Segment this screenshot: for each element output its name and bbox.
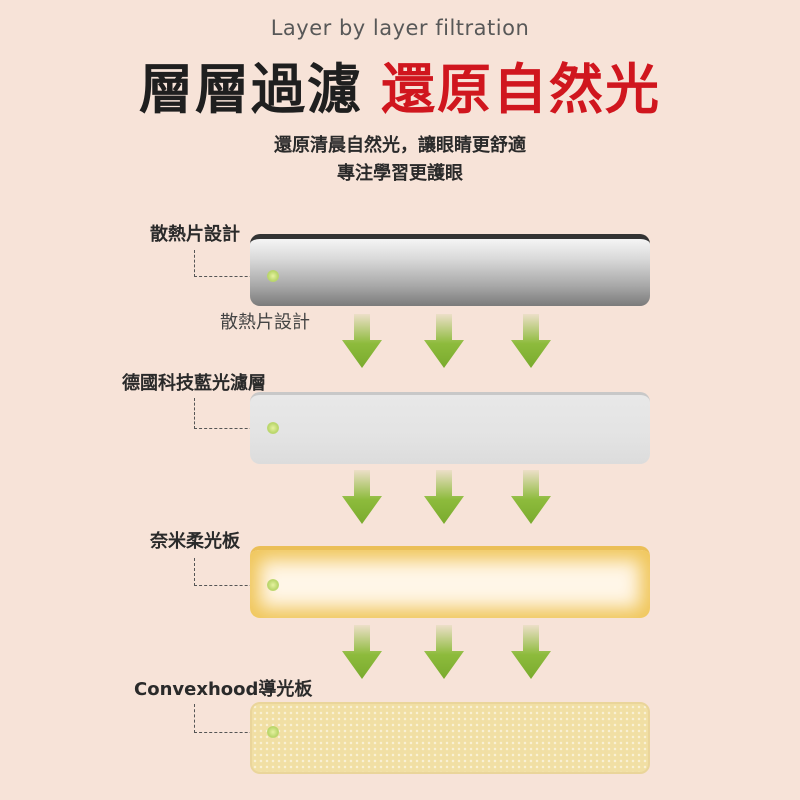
light-guide-plate-layer: [250, 702, 650, 774]
arrow-down-icon: [342, 625, 382, 679]
description-line-2: 專注學習更護眼: [337, 163, 463, 184]
layer-1-sublabel: 散熱片設計: [220, 312, 310, 333]
arrow-down-icon: [342, 314, 382, 368]
headline: 層層過濾還原自然光: [0, 58, 800, 122]
layer-2-label: 德國科技藍光濾層: [122, 373, 266, 394]
description-line-1: 還原清晨自然光，讓眼睛更舒適: [274, 135, 526, 156]
layer-2-leader-line: [194, 398, 273, 429]
arrow-down-icon: [424, 470, 464, 524]
layer-3-leader-line: [194, 558, 273, 586]
arrow-down-icon: [511, 470, 551, 524]
description: 還原清晨自然光，讓眼睛更舒適 專注學習更護眼: [0, 132, 800, 188]
layer-2-marker-dot: [267, 422, 279, 434]
arrow-down-icon: [424, 625, 464, 679]
layer-1-marker-dot: [267, 270, 279, 282]
layer-1-label: 散熱片設計: [150, 224, 240, 245]
heat-sink-layer: [250, 234, 650, 306]
layer-4-leader-line: [194, 704, 273, 733]
headline-dark: 層層過濾: [139, 58, 363, 121]
arrow-down-icon: [342, 470, 382, 524]
headline-red: 還原自然光: [381, 58, 661, 121]
layer-3-label: 奈米柔光板: [150, 531, 240, 552]
layer-4-marker-dot: [267, 726, 279, 738]
layer-3-marker-dot: [267, 579, 279, 591]
blue-light-filter-layer: [250, 392, 650, 464]
arrow-down-icon: [424, 314, 464, 368]
arrow-down-icon: [511, 314, 551, 368]
subtitle-english: Layer by layer filtration: [270, 16, 530, 40]
layer-1-leader-line: [194, 250, 273, 277]
nano-diffuser-layer: [250, 546, 650, 618]
layer-4-label: Convexhood導光板: [134, 679, 313, 700]
arrow-down-icon: [511, 625, 551, 679]
